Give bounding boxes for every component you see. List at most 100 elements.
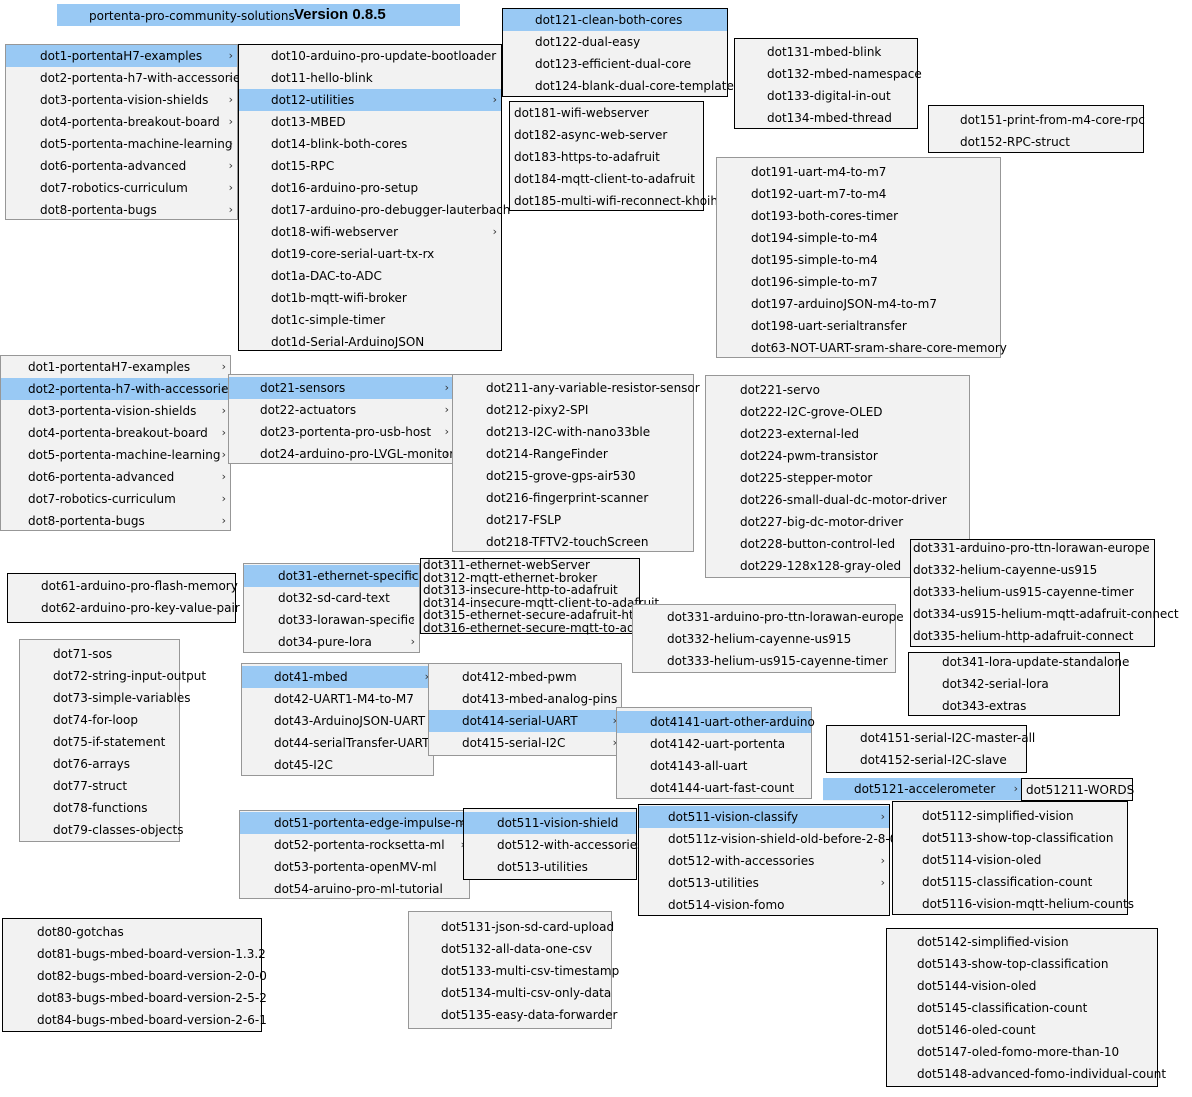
menu-item[interactable]: dot5147-oled-fomo-more-than-10 <box>887 1041 1157 1063</box>
menu-item[interactable]: dot14-blink-both-cores <box>239 133 501 155</box>
menu-item[interactable]: dot217-FSLP <box>453 509 693 531</box>
menu-item[interactable]: dot78-functions <box>20 797 179 819</box>
menu-item[interactable]: dot122-dual-easy <box>503 31 727 53</box>
menu-item[interactable]: dot216-fingerprint-scanner <box>453 487 693 509</box>
menu-item[interactable]: dot41-mbed› <box>242 666 433 688</box>
menu-item[interactable]: dot332-helium-cayenne-us915 <box>911 559 1154 581</box>
menu-item[interactable]: dot1d-Serial-ArduinoJSON <box>239 331 501 353</box>
menu-item[interactable]: dot6-portenta-advanced› <box>1 466 230 488</box>
menu-item[interactable]: dot193-both-cores-timer <box>717 205 1000 227</box>
menu-item[interactable]: dot4144-uart-fast-count <box>617 777 811 799</box>
menu-item[interactable]: dot5148-advanced-fomo-individual-count <box>887 1063 1166 1085</box>
menu-item[interactable]: dot131-mbed-blink <box>735 41 917 63</box>
menu-item[interactable]: dot43-ArduinoJSON-UART <box>242 710 433 732</box>
menu-item[interactable]: dot211-any-variable-resistor-sensor <box>453 377 700 399</box>
menu-item[interactable]: dot4-portenta-breakout-board› <box>1 422 230 444</box>
menu-item[interactable]: dot1c-simple-timer <box>239 309 501 331</box>
menu-item[interactable]: dot212-pixy2-SPI <box>453 399 693 421</box>
menu-item[interactable]: dot5112-simplified-vision <box>893 805 1127 827</box>
menu-item[interactable]: dot5145-classification-count <box>887 997 1157 1019</box>
menu-item[interactable]: dot1a-DAC-to-ADC <box>239 265 501 287</box>
menu-item[interactable]: dot21-sensors› <box>229 377 453 399</box>
menu-item[interactable]: dot3-portenta-vision-shields› <box>1 400 230 422</box>
menu-item[interactable]: dot191-uart-m4-to-m7 <box>717 161 1000 183</box>
menu-item[interactable]: dot511z-vision-shield-old-before-2-8-0 <box>639 828 897 850</box>
menu-item[interactable]: dot316-ethernet-secure-mqtt-to-adafruit <box>421 621 667 635</box>
menu-item[interactable]: dot227-big-dc-motor-driver <box>706 511 969 533</box>
menu-item[interactable]: dot223-external-led <box>706 423 969 445</box>
menu-item[interactable]: dot63-NOT-UART-sram-share-core-memory <box>717 337 1007 359</box>
menu-item[interactable]: dot414-serial-UART› <box>429 710 621 732</box>
menu-item[interactable]: dot3-portenta-vision-shields› <box>6 89 237 111</box>
menu-item[interactable]: dot79-classes-objects <box>20 819 183 841</box>
menu-item[interactable]: dot194-simple-to-m4 <box>717 227 1000 249</box>
menu-item[interactable]: dot52-portenta-rocksetta-ml› <box>240 834 469 856</box>
menu-item[interactable]: dot152-RPC-struct <box>929 131 1143 153</box>
menu-item[interactable]: dot5144-vision-oled <box>887 975 1157 997</box>
menu-item[interactable]: dot73-simple-variables <box>20 687 191 709</box>
menu-item[interactable]: dot228-button-control-led <box>706 533 969 555</box>
menu-item[interactable]: dot314-insecure-mqtt-client-to-adafruit <box>421 596 659 610</box>
menu-item[interactable]: dot225-stepper-motor <box>706 467 969 489</box>
menu-item[interactable]: dot32-sd-card-text <box>244 587 419 609</box>
menu-item[interactable]: dot42-UART1-M4-to-M7 <box>242 688 433 710</box>
menu-item[interactable]: dot343-extras <box>909 695 1119 717</box>
menu-item[interactable]: dot335-helium-http-adafruit-connect <box>911 625 1154 647</box>
menu-item[interactable]: dot134-mbed-thread <box>735 107 917 129</box>
menu-item[interactable]: dot215-grove-gps-air530 <box>453 465 693 487</box>
menu-item[interactable]: dot313-insecure-http-to-adafruit <box>421 584 639 597</box>
menu-item[interactable]: dot192-uart-m7-to-m4 <box>717 183 1000 205</box>
menu-item[interactable]: dot415-serial-I2C› <box>429 732 621 754</box>
menu-item[interactable]: dot218-TFTV2-touchScreen <box>453 531 693 553</box>
menu-item[interactable]: dot5121-accelerometer› <box>823 778 1022 800</box>
menu-item[interactable]: dot224-pwm-transistor <box>706 445 969 467</box>
menu-item[interactable]: dot123-efficient-dual-core <box>503 53 727 75</box>
menu-item[interactable]: dot132-mbed-namespace <box>735 63 922 85</box>
menu-item[interactable]: dot17-arduino-pro-debugger-lauterbach <box>239 199 510 221</box>
menu-item[interactable]: dot5113-show-top-classification <box>893 827 1127 849</box>
menu-item[interactable]: dot22-actuators› <box>229 399 453 421</box>
menu-item[interactable]: dot6-portenta-advanced› <box>6 155 237 177</box>
menu-item[interactable]: dot334-us915-helium-mqtt-adafruit-connec… <box>911 603 1179 625</box>
menu-item[interactable]: dot341-lora-update-standalone <box>909 651 1129 673</box>
menu-item[interactable]: dot62-arduino-pro-key-value-pair <box>8 597 240 619</box>
menu-item[interactable]: dot8-portenta-bugs› <box>1 510 230 532</box>
menu-item[interactable]: dot121-clean-both-cores <box>503 9 727 31</box>
menu-item[interactable]: dot184-mqtt-client-to-adafruit <box>510 168 703 190</box>
menu-item[interactable]: dot76-arrays <box>20 753 179 775</box>
menu-item[interactable]: dot77-struct <box>20 775 179 797</box>
menu-item[interactable]: dot34-pure-lora› <box>244 631 419 653</box>
menu-item[interactable]: dot2-portenta-h7-with-accessories› <box>6 67 247 89</box>
menu-item[interactable]: dot513-utilities <box>464 856 636 878</box>
menu-item[interactable]: dot183-https-to-adafruit <box>510 146 703 168</box>
menu-item[interactable]: dot333-helium-us915-cayenne-timer <box>633 650 895 672</box>
menu-item[interactable]: dot181-wifi-webserver <box>510 102 703 124</box>
menu-item[interactable]: dot74-for-loop <box>20 709 179 731</box>
menu-item[interactable]: dot511-vision-shield <box>464 812 636 834</box>
menu-item[interactable]: dot44-serialTransfer-UART <box>242 732 433 754</box>
menu-item[interactable]: dot19-core-serial-uart-tx-rx <box>239 243 501 265</box>
menu-item[interactable]: dot5116-vision-mqtt-helium-counts <box>893 893 1134 915</box>
menu-item[interactable]: dot5142-simplified-vision <box>887 931 1157 953</box>
menu-item[interactable]: dot61-arduino-pro-flash-memory <box>8 575 238 597</box>
menu-item[interactable]: dot198-uart-serialtransfer <box>717 315 1000 337</box>
menu-item[interactable]: dot412-mbed-pwm <box>429 666 621 688</box>
menu-item[interactable]: dot513-utilities› <box>639 872 889 894</box>
menu-item[interactable]: dot13-MBED <box>239 111 501 133</box>
menu-item[interactable]: dot133-digital-in-out <box>735 85 917 107</box>
menu-item[interactable]: dot4142-uart-portenta <box>617 733 811 755</box>
menu-item[interactable]: dot51-portenta-edge-impulse-ml› <box>240 812 470 834</box>
menu-item[interactable]: dot75-if-statement <box>20 731 179 753</box>
menu-item[interactable]: dot71-sos <box>20 643 179 665</box>
menu-item[interactable]: dot214-RangeFinder <box>453 443 693 465</box>
menu-item[interactable]: dot33-lorawan-specific› <box>244 609 419 631</box>
menu-item[interactable]: dot82-bugs-mbed-board-version-2-0-0 <box>3 965 267 987</box>
menu-item[interactable]: dot5131-json-sd-card-upload <box>409 916 614 938</box>
menu-item[interactable]: dot54-aruino-pro-ml-tutorial <box>240 878 469 900</box>
menu-item[interactable]: dot185-multi-wifi-reconnect-khoih <box>510 190 718 212</box>
menu-item[interactable]: dot53-portenta-openMV-ml <box>240 856 469 878</box>
menu-item[interactable]: dot196-simple-to-m7 <box>717 271 1000 293</box>
menu-item[interactable]: dot81-bugs-mbed-board-version-1.3.2 <box>3 943 266 965</box>
menu-item[interactable]: dot4-portenta-breakout-board› <box>6 111 237 133</box>
menu-item[interactable]: dot4151-serial-I2C-master-all <box>827 727 1035 749</box>
